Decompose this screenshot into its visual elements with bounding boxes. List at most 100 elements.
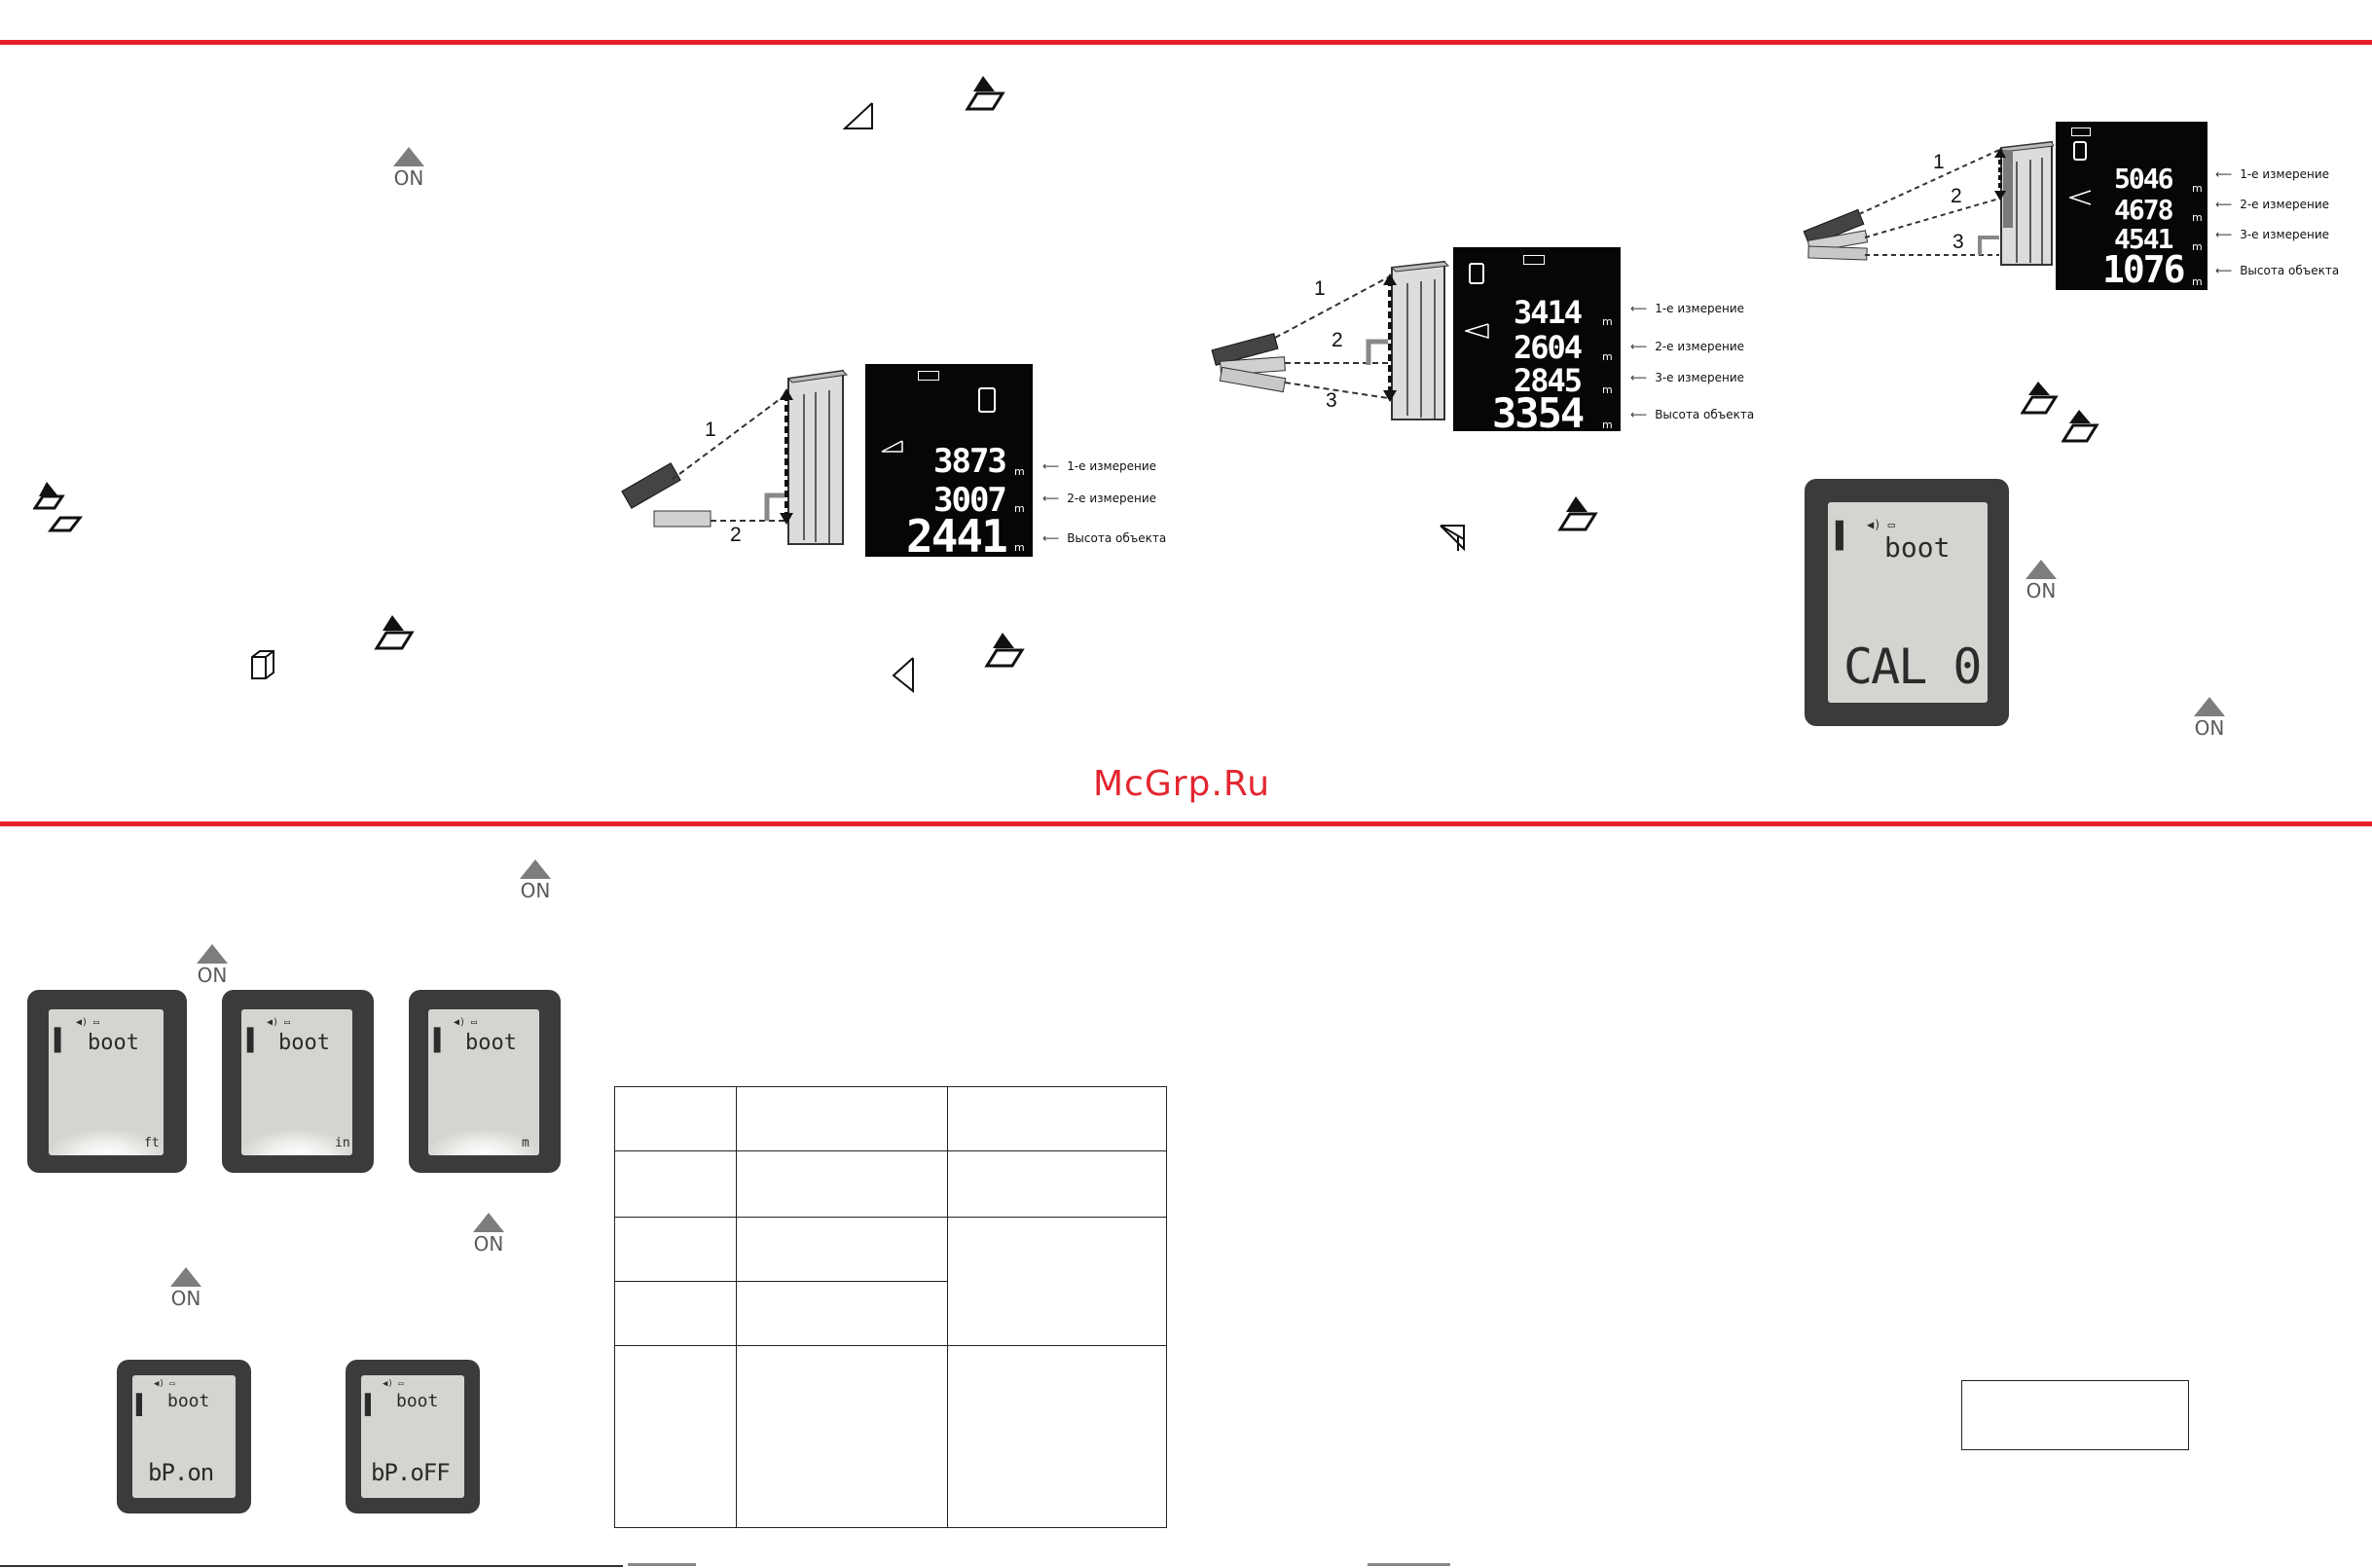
empty-table bbox=[614, 1086, 1167, 1528]
unit-label: m bbox=[1602, 419, 1613, 431]
signal-icon: ▌ bbox=[1836, 522, 1851, 551]
lcd-boot-text: boot bbox=[88, 1031, 139, 1055]
signal-icon: ▌ bbox=[136, 1393, 149, 1416]
lcd-boot-text: boot bbox=[1884, 531, 1951, 564]
two-point-height-diagram bbox=[621, 369, 849, 545]
signal-icon: ▌ bbox=[55, 1029, 68, 1053]
annotation-second: ⟵2-е измерение bbox=[1042, 492, 1157, 505]
display-value-3: 2845 bbox=[1514, 362, 1583, 399]
annotation-first: ⟵1-е измерение bbox=[2215, 167, 2330, 181]
lcd-screen: ▌ ◀) ▭ boot bP.oFF bbox=[361, 1375, 464, 1498]
lcd-screen: ▌ ◀) ▭ boot ft bbox=[49, 1009, 164, 1155]
on-button-icon: ON bbox=[469, 1213, 508, 1255]
unit-label: m bbox=[1014, 502, 1025, 515]
lcd-boot-text: boot bbox=[465, 1031, 517, 1055]
on-button-icon: ON bbox=[2022, 560, 2061, 602]
lcd-screen: ▌ ◀) ▭ boot m bbox=[428, 1009, 539, 1155]
three-point-display: 3414 m 2604 m 2845 m 3354 m bbox=[1453, 247, 1621, 437]
annotation-height: ⟵Высота объекта bbox=[1630, 408, 1755, 421]
footer-line bbox=[628, 1563, 696, 1566]
annotation-height: ⟵Высота объекта bbox=[1042, 531, 1167, 545]
device-icon bbox=[1469, 263, 1484, 284]
device-icon bbox=[2073, 141, 2087, 161]
unit-label: m bbox=[2192, 182, 2203, 195]
lcd-unit-text: m bbox=[522, 1136, 529, 1150]
unit-label: m bbox=[2192, 211, 2203, 224]
display-value-1: 3873 bbox=[933, 442, 1007, 481]
lcd-screen: ▌ ◀) ▭ boot CAL 0 bbox=[1828, 502, 1988, 703]
parallelogram-button-icon bbox=[2021, 382, 2059, 415]
battery-icon bbox=[2071, 128, 2091, 136]
watermark: McGrp.Ru bbox=[1093, 764, 1271, 804]
measurement-number: 1 bbox=[1314, 277, 1326, 300]
unit-label: m bbox=[2192, 275, 2203, 288]
annotation-height: ⟵Высота объекта bbox=[2215, 264, 2340, 277]
on-button-icon: ON bbox=[516, 859, 555, 901]
measurement-number: 2 bbox=[1951, 185, 1962, 207]
lcd-unit-text: ft bbox=[144, 1136, 160, 1150]
on-button-icon: ON bbox=[389, 147, 428, 189]
display-value-2: 3007 bbox=[933, 481, 1007, 520]
triangle-icon bbox=[843, 102, 873, 129]
measurement-number: 2 bbox=[730, 524, 742, 546]
device-screen-in: ▌ ◀) ▭ boot in bbox=[222, 990, 374, 1173]
lcd-screen: ▌ ◀) ▭ boot in bbox=[241, 1009, 352, 1155]
sound-icon: ◀) ▭ bbox=[454, 1017, 478, 1028]
lcd-boot-text: boot bbox=[167, 1391, 210, 1411]
triangle-multi-icon bbox=[2069, 190, 2092, 205]
footer-line bbox=[0, 1565, 623, 1567]
on-button-icon: ON bbox=[193, 944, 232, 986]
parallelogram-button-icon bbox=[2062, 410, 2099, 443]
display-total: 3354 bbox=[1492, 389, 1585, 437]
lcd-screen: ▌ ◀) ▭ boot bP.on bbox=[132, 1375, 236, 1498]
partial-height-diagram bbox=[1803, 140, 2054, 266]
battery-icon bbox=[918, 371, 939, 381]
annotation-second: ⟵2-е измерение bbox=[1630, 340, 1745, 353]
lcd-boot-text: boot bbox=[396, 1391, 439, 1411]
lcd-cal-text: CAL 0 bbox=[1843, 638, 1983, 695]
signal-icon: ▌ bbox=[247, 1029, 261, 1053]
measurement-number: 3 bbox=[1952, 231, 1964, 253]
measurement-number: 3 bbox=[1326, 389, 1337, 412]
signal-icon: ▌ bbox=[434, 1029, 448, 1053]
unit-label: m bbox=[1014, 465, 1025, 478]
display-total: 1076 bbox=[2102, 248, 2186, 291]
annotation-second: ⟵2-е измерение bbox=[2215, 198, 2330, 211]
lcd-boot-text: boot bbox=[278, 1031, 330, 1055]
partial-height-display: 5046 m 4678 m 4541 m 1076 m bbox=[2056, 122, 2208, 291]
two-point-display: 3873 m 3007 m 2441 m bbox=[865, 364, 1033, 563]
signal-icon: ▌ bbox=[365, 1393, 378, 1416]
lcd-unit-text: in bbox=[335, 1136, 350, 1150]
device-icon bbox=[978, 387, 996, 413]
half-triangle-icon bbox=[1465, 323, 1489, 339]
parallelogram-button-icon bbox=[33, 482, 84, 532]
display-value-2: 2604 bbox=[1514, 329, 1583, 366]
middle-red-line bbox=[0, 821, 2372, 826]
footer-line bbox=[1368, 1563, 1450, 1566]
display-value-1: 5046 bbox=[2114, 163, 2173, 195]
device-screen-calibration: ▌ ◀) ▭ boot CAL 0 bbox=[1805, 479, 2009, 726]
sound-icon: ◀) ▭ bbox=[1867, 518, 1895, 531]
unit-label: m bbox=[1014, 541, 1025, 554]
parallelogram-button-icon bbox=[1557, 496, 1598, 531]
sound-icon: ◀) ▭ bbox=[154, 1379, 175, 1389]
display-value-1: 3414 bbox=[1514, 294, 1583, 331]
device-screen-ft: ▌ ◀) ▭ boot ft bbox=[27, 990, 187, 1173]
annotation-third: ⟵3-е измерение bbox=[2215, 228, 2330, 241]
measurement-number: 1 bbox=[705, 419, 716, 441]
parallelogram-button-icon bbox=[965, 76, 1005, 111]
sound-icon: ◀) ▭ bbox=[76, 1017, 100, 1028]
lcd-beep-text: bP.on bbox=[148, 1459, 214, 1486]
sound-icon: ◀) ▭ bbox=[383, 1379, 404, 1389]
empty-box bbox=[1961, 1380, 2189, 1450]
display-value-2: 4678 bbox=[2114, 194, 2173, 226]
parallelogram-button-icon bbox=[374, 615, 415, 650]
unit-label: m bbox=[2192, 240, 2203, 253]
measurement-number: 2 bbox=[1332, 329, 1343, 351]
top-red-line bbox=[0, 40, 2372, 45]
lcd-beep-text: bP.oFF bbox=[371, 1459, 451, 1486]
three-point-height-diagram bbox=[1211, 260, 1450, 420]
device-screen-beep-on: ▌ ◀) ▭ boot bP.on bbox=[117, 1360, 251, 1513]
battery-icon bbox=[1523, 255, 1545, 265]
annotation-third: ⟵3-е измерение bbox=[1630, 371, 1745, 384]
